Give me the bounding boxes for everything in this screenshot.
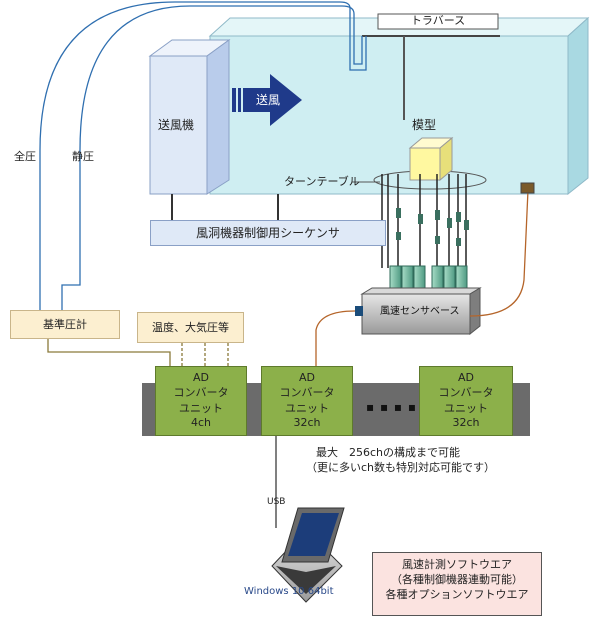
ad-unit-line3: ユニット — [285, 402, 329, 415]
software-line2: （各種制御機器連動可能） — [391, 572, 523, 586]
ad-unit-4ch: AD コンバータ ユニット 4ch — [155, 366, 247, 436]
sensor-base-label: 風速センサベース — [380, 306, 460, 317]
turntable-label: ターンテーブル — [284, 175, 360, 188]
analog-wiring — [47, 339, 229, 366]
ad-unit-line3: ユニット — [179, 402, 223, 415]
usb-label: USB — [267, 497, 286, 507]
ad-unit-line1: AD — [299, 371, 315, 384]
sequencer-box: 風洞機器制御用シーケンサ — [150, 220, 386, 246]
turntable-assembly — [373, 136, 487, 190]
ad-unit-line4: 4ch — [190, 416, 212, 429]
sensor-base — [355, 287, 482, 336]
ad-unit-line4: 32ch — [293, 416, 321, 429]
ad-unit-line3: ユニット — [444, 402, 488, 415]
ad-unit-32ch-a: AD コンバータ ユニット 32ch — [261, 366, 353, 436]
capacity-note-line2: （更に多いch数も特別対応可能です） — [306, 461, 496, 474]
ad-unit-line1: AD — [458, 371, 474, 384]
model-label: 模型 — [412, 118, 437, 132]
wind-arrow — [232, 74, 302, 126]
ad-unit-line2: コンバータ — [438, 386, 494, 399]
probe-connectors — [396, 208, 469, 246]
os-label: Windows 10 64bit — [244, 586, 334, 597]
env-sensors-box: 温度、大気圧等 — [137, 312, 244, 343]
software-line3: 各種オプションソフトウエア — [385, 587, 529, 601]
software-line1: 風速計測ソフトウエア — [402, 558, 512, 571]
traverse-label: トラバース — [410, 14, 466, 27]
total-pressure-label: 全圧 — [14, 150, 36, 163]
blower — [148, 39, 231, 195]
sensor-modules — [389, 265, 468, 299]
ad-unit-line2: コンバータ — [279, 386, 335, 399]
signal-cables — [315, 189, 529, 366]
continuation-dots: ▪ ▪ ▪ ▪ — [366, 400, 417, 414]
capacity-note-line1: 最大 256chの構成まで可能 — [316, 446, 461, 459]
tunnel-port — [520, 182, 535, 194]
software-box: 風速計測ソフトウエア （各種制御機器連動可能） 各種オプションソフトウエア — [372, 552, 542, 616]
pressure-tubes — [39, 1, 367, 310]
ad-unit-32ch-b: AD コンバータ ユニット 32ch — [419, 366, 513, 436]
ad-unit-line1: AD — [193, 371, 209, 384]
laptop-icon — [271, 507, 345, 603]
static-pressure-label: 静圧 — [72, 150, 94, 163]
ad-unit-line2: コンバータ — [173, 386, 229, 399]
wind-tunnel — [208, 16, 590, 196]
blower-label: 送風機 — [158, 118, 195, 132]
reference-manometer-box: 基準圧計 — [10, 310, 120, 339]
wind-label: 送風 — [256, 93, 281, 107]
ad-unit-line4: 32ch — [452, 416, 480, 429]
traverse — [362, 13, 500, 120]
